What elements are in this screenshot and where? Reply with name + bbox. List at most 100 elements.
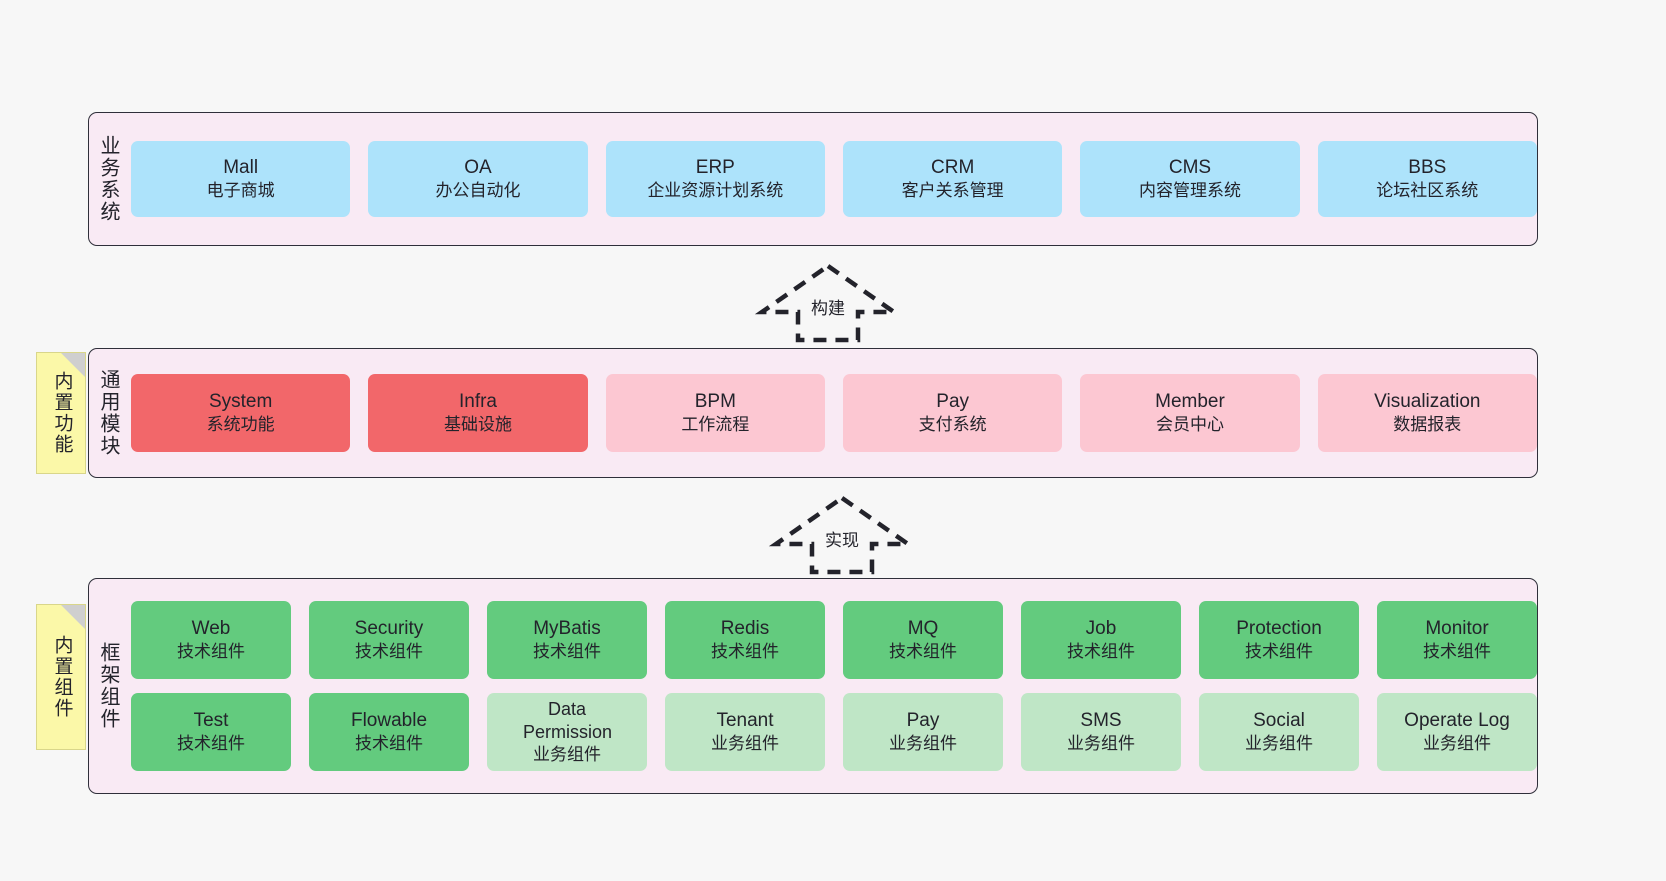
node-social[interactable]: Social 业务组件 [1199,693,1359,771]
node-operate-log[interactable]: Operate Log 业务组件 [1377,693,1537,771]
node-title: Security [354,617,424,639]
node-subtitle: 电子商城 [206,181,275,201]
node-title: OA [464,156,492,178]
node-mybatis[interactable]: MyBatis 技术组件 [487,601,647,679]
node-title: Job [1085,617,1117,639]
node-title: Flowable [350,709,428,731]
node-test[interactable]: Test 技术组件 [131,693,291,771]
node-subtitle: 数据报表 [1393,415,1462,435]
node-title: CRM [931,156,975,178]
node-title: Test [193,709,229,731]
node-flowable[interactable]: Flowable 技术组件 [309,693,469,771]
note-builtin-function: 内置功能 [36,352,86,474]
node-visualization[interactable]: Visualization 数据报表 [1317,374,1537,452]
layer-body-common-modules: System 系统功能 Infra 基础设施 BPM 工作流程 Pay 支付系统… [127,349,1537,477]
node-title: System [208,390,273,412]
node-subtitle: 内容管理系统 [1138,181,1241,201]
node-infra[interactable]: Infra 基础设施 [368,374,588,452]
arrow-implement-label: 实现 [824,526,860,551]
node-title: Tenant [716,709,774,731]
node-title: ERP [695,156,735,178]
node-sms[interactable]: SMS 业务组件 [1021,693,1181,771]
node-subtitle: 技术组件 [533,642,601,662]
node-title: Monitor [1425,617,1489,639]
layer-title-business-system: 业务系统 [97,135,119,223]
node-title: Pay [936,390,970,412]
node-web[interactable]: Web 技术组件 [131,601,291,679]
arrow-build: 构建 [754,262,902,343]
node-protection[interactable]: Protection 技术组件 [1199,601,1359,679]
node-subtitle: 工作流程 [681,415,750,435]
node-title: BPM [694,390,736,412]
node-security[interactable]: Security 技术组件 [309,601,469,679]
node-title: BBS [1408,156,1447,178]
arrow-implement: 实现 [768,494,916,575]
node-subtitle: 技术组件 [1423,642,1491,662]
node-pay-module[interactable]: Pay 支付系统 [842,374,1063,452]
node-bbs[interactable]: BBS 论坛社区系统 [1317,141,1537,217]
node-title: Data Permission [523,699,613,743]
node-member[interactable]: Member 会员中心 [1080,374,1300,452]
node-subtitle: 论坛社区系统 [1376,181,1479,201]
note-fold-corner-icon [61,353,85,377]
node-erp[interactable]: ERP 企业资源计划系统 [605,141,825,217]
node-subtitle: 技术组件 [177,642,245,662]
node-subtitle: 技术组件 [889,642,957,662]
node-subtitle: 会员中心 [1155,415,1224,435]
node-row: System 系统功能 Infra 基础设施 BPM 工作流程 Pay 支付系统… [131,374,1537,452]
node-title: Protection [1236,617,1322,639]
node-subtitle: 基础设施 [443,415,512,435]
node-subtitle: 业务组件 [711,734,779,754]
node-bpm[interactable]: BPM 工作流程 [605,374,825,452]
node-title: Visualization [1374,390,1481,412]
node-subtitle: 业务组件 [1423,734,1491,754]
node-row: Mall 电子商城 OA 办公自动化 ERP 企业资源计划系统 CRM 客户关系… [131,141,1537,217]
node-subtitle: 业务组件 [1067,734,1135,754]
node-subtitle: 客户关系管理 [901,181,1004,201]
layer-body-business-system: Mall 电子商城 OA 办公自动化 ERP 企业资源计划系统 CRM 客户关系… [127,113,1537,245]
node-subtitle: 企业资源计划系统 [647,181,784,201]
node-subtitle: 办公自动化 [435,181,521,201]
node-data-permission[interactable]: Data Permission 业务组件 [487,693,647,771]
node-title: Social [1253,709,1305,731]
node-subtitle: 业务组件 [889,734,957,754]
layer-title-common-modules: 通用模块 [97,369,119,457]
node-mq[interactable]: MQ 技术组件 [843,601,1003,679]
note-fold-corner-icon [61,605,85,629]
node-title: Operate Log [1404,709,1510,731]
layer-framework-components: 框架组件 Web 技术组件 Security 技术组件 MyBatis 技术组件… [88,578,1538,794]
note-builtin-component: 内置组件 [36,604,86,750]
node-subtitle: 系统功能 [206,415,275,435]
node-crm[interactable]: CRM 客户关系管理 [842,141,1063,217]
node-row: Web 技术组件 Security 技术组件 MyBatis 技术组件 Redi… [131,601,1537,679]
note-label: 内置功能 [51,371,73,455]
node-job[interactable]: Job 技术组件 [1021,601,1181,679]
node-oa[interactable]: OA 办公自动化 [368,141,588,217]
node-cms[interactable]: CMS 内容管理系统 [1080,141,1300,217]
node-subtitle: 业务组件 [533,745,601,765]
node-redis[interactable]: Redis 技术组件 [665,601,825,679]
arrow-build-label: 构建 [810,294,846,319]
node-title: Redis [720,617,770,639]
node-mall[interactable]: Mall 电子商城 [131,141,351,217]
layer-common-modules: 通用模块 System 系统功能 Infra 基础设施 BPM 工作流程 Pay… [88,348,1538,478]
node-monitor[interactable]: Monitor 技术组件 [1377,601,1537,679]
node-subtitle: 技术组件 [177,734,245,754]
layer-business-system: 业务系统 Mall 电子商城 OA 办公自动化 ERP 企业资源计划系统 CRM… [88,112,1538,246]
node-subtitle: 技术组件 [1245,642,1313,662]
node-title: MQ [907,617,939,639]
node-system[interactable]: System 系统功能 [131,374,351,452]
node-title: Infra [458,390,497,412]
node-subtitle: 支付系统 [918,415,987,435]
node-row: Test 技术组件 Flowable 技术组件 Data Permission … [131,693,1537,771]
node-tenant[interactable]: Tenant 业务组件 [665,693,825,771]
node-subtitle: 业务组件 [1245,734,1313,754]
node-title: SMS [1080,709,1122,731]
node-pay-component[interactable]: Pay 业务组件 [843,693,1003,771]
layer-body-framework-components: Web 技术组件 Security 技术组件 MyBatis 技术组件 Redi… [127,579,1537,793]
node-subtitle: 技术组件 [711,642,779,662]
node-subtitle: 技术组件 [355,642,423,662]
node-title: Mall [223,156,259,178]
note-label: 内置组件 [51,635,73,719]
node-title: Pay [906,709,940,731]
